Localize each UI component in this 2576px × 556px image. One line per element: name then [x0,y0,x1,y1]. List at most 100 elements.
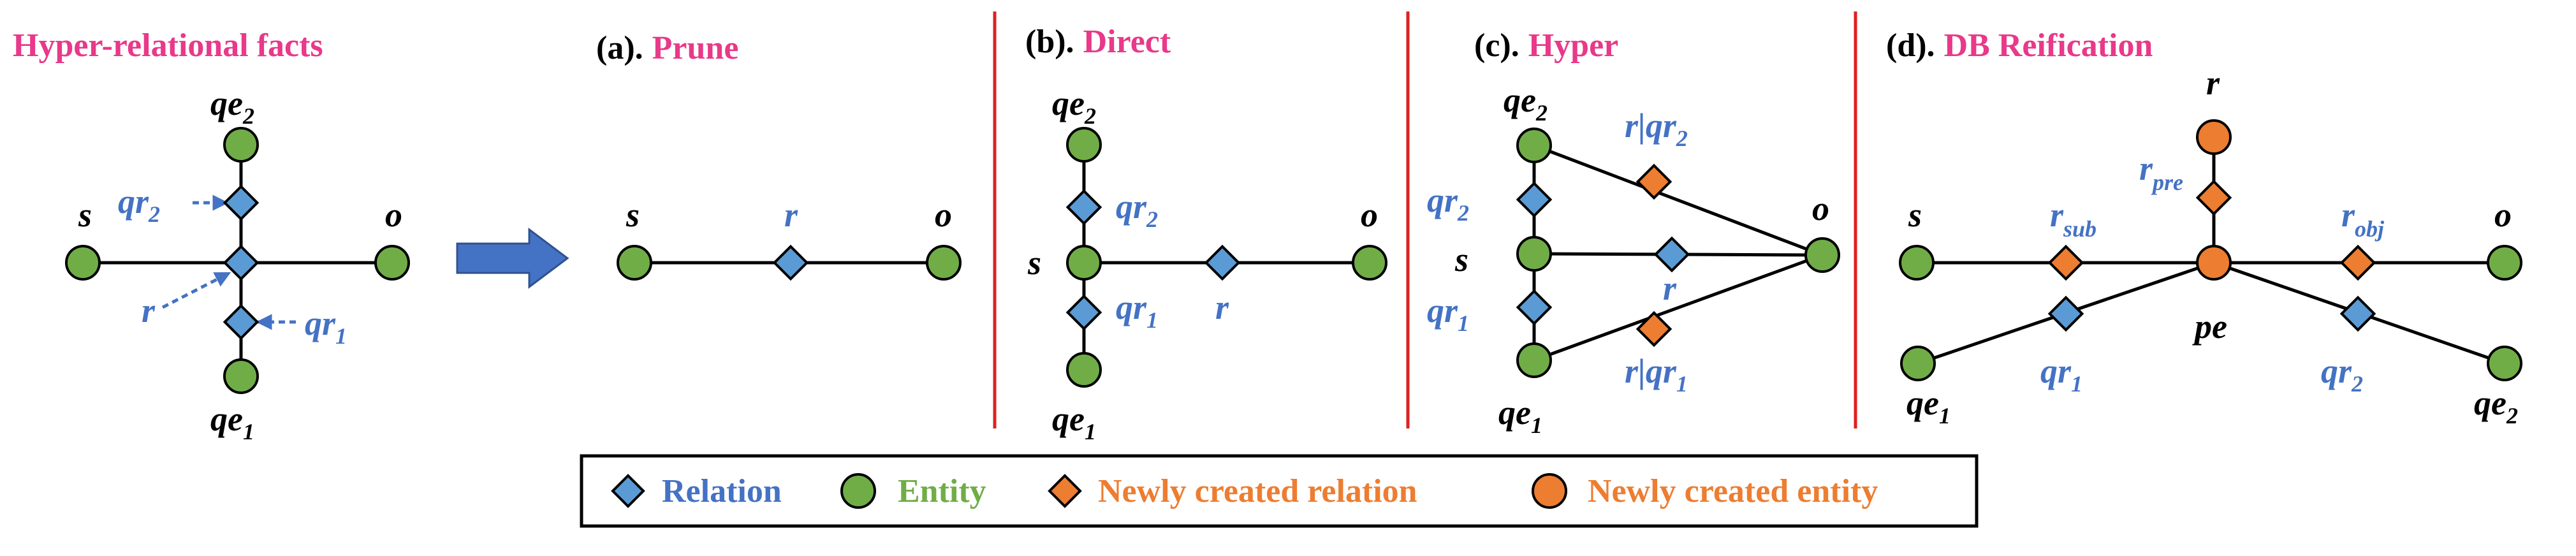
pointer-r [161,271,231,309]
label-r-qr1: r|qr1 [1625,352,1688,397]
entity-node-o [2487,245,2522,281]
label-o: o [2494,196,2512,234]
label-qe1: qe1 [1052,400,1096,444]
panel-title: (b).Direct [1025,24,1171,60]
entity-node-qe2 [1516,128,1552,163]
legend-entity-label: Entity [898,473,986,509]
label-qe2: qe2 [210,84,254,129]
label-r: r [2206,64,2220,102]
entity-node-o [1804,237,1840,273]
legend-new-entity-label: Newly created entity [1588,473,1878,509]
label-pe: pe [2192,307,2227,346]
panel-prune: (a).Prune s r o [596,30,962,281]
entity-node-qe1 [223,358,259,394]
label-r-pre: rpre [2139,149,2183,195]
entity-node-qe2 [1066,127,1102,163]
relation-node-qr2 [1516,181,1553,218]
label-qe1: qe1 [210,400,254,444]
label-s: s [626,196,640,234]
entity-node-qe1 [1066,352,1102,388]
new-relation-node-r-qr1 [1636,311,1672,348]
entity-node-qe2 [2487,346,2522,381]
relation-node-qr1 [1516,289,1553,326]
legend: Relation Entity Newly created relation N… [580,454,1979,528]
label-qe2: qe2 [1504,81,1548,126]
transform-arrow-icon [456,228,569,289]
relation-node-r [1204,244,1241,281]
label-r-sub: rsub [2050,196,2097,242]
entity-node-qe1 [1900,346,1936,381]
new-entity-node-r [2196,119,2232,155]
entity-node-s [1899,245,1935,281]
relation-node-qr1 [2047,295,2084,332]
relation-node-qr1 [223,304,260,340]
entity-node-s [1066,245,1102,281]
label-s: s [78,196,92,234]
legend-relation-label: Relation [662,473,782,509]
panel-hyper-relational-facts: Hyper-relational facts s o qe2 qe1 qr2 q… [13,27,410,444]
new-entity-node-pe [2196,245,2232,281]
relation-icon [611,474,645,508]
panel-title: (d).DB Reification [1886,27,2153,64]
new-relation-node-r-sub [2047,244,2084,281]
relation-node-qr2 [223,184,260,221]
label-r: r [142,291,156,330]
entity-node-s [617,245,652,281]
label-s: s [1454,240,1468,279]
legend-new-relation-label: Newly created relation [1098,473,1417,509]
label-qe1: qe1 [1498,393,1542,438]
relation-node-qr2 [1065,189,1102,226]
entity-node-s [65,245,101,281]
panel-title: Hyper-relational facts [13,27,323,64]
edge-qe1-o [1533,253,1823,362]
panel-title: (a).Prune [596,30,738,66]
entity-icon [840,473,876,509]
entity-node-qe2 [223,127,259,163]
label-qr1: qr1 [1427,291,1469,336]
label-o: o [385,196,402,234]
panel-hyper: (c).Hyper qe2 r|qr2 qr2 s o qr1 r r|qr1 … [1427,27,1840,438]
panel-direct: (b).Direct qe2 qr2 s o qr1 r qe1 [1025,24,1387,444]
label-qr1: qr1 [2040,352,2082,397]
new-relation-node-r-obj [2339,244,2376,281]
label-o: o [1361,196,1378,234]
entity-node-s [1516,236,1552,272]
relation-node-r [223,244,260,281]
relation-node-r [772,244,809,281]
label-r: r [784,196,798,234]
label-qr2: qr2 [1427,181,1469,226]
label-r: r [1215,288,1229,326]
panel-title: (c).Hyper [1474,27,1618,64]
label-qr1: qr1 [1116,288,1158,333]
entity-node-o [926,245,962,281]
new-relation-icon [1048,474,1082,508]
label-o: o [935,196,952,234]
label-qe1: qe1 [1906,384,1950,428]
label-qr2: qr2 [118,182,160,227]
label-qe2: qe2 [2474,384,2518,428]
label-qr2: qr2 [1116,187,1158,232]
relation-node-r [1653,236,1690,273]
new-relation-node-r-qr2 [1636,163,1672,200]
label-qr1: qr1 [305,304,347,349]
label-o: o [1812,189,1829,228]
entity-node-qe1 [1516,342,1552,378]
label-s: s [1027,244,1041,282]
edge-qe2-o [1533,143,1823,257]
legend-box [580,454,1979,528]
label-qe2: qe2 [1052,84,1096,129]
entity-node-o [374,245,410,281]
label-r: r [1663,269,1677,307]
relation-node-qr1 [1065,294,1102,331]
panel-db-reification: (d).DB Reification r rpre s rsub robj o … [1886,27,2522,428]
new-relation-node-r-pre [2195,179,2232,216]
label-r-obj: robj [2341,196,2385,242]
new-entity-icon [1532,473,1567,509]
relation-node-qr2 [2339,295,2376,332]
label-qr2: qr2 [2321,352,2363,397]
label-s: s [1908,196,1922,234]
entity-node-o [1352,245,1387,281]
label-r-qr2: r|qr2 [1625,106,1688,151]
